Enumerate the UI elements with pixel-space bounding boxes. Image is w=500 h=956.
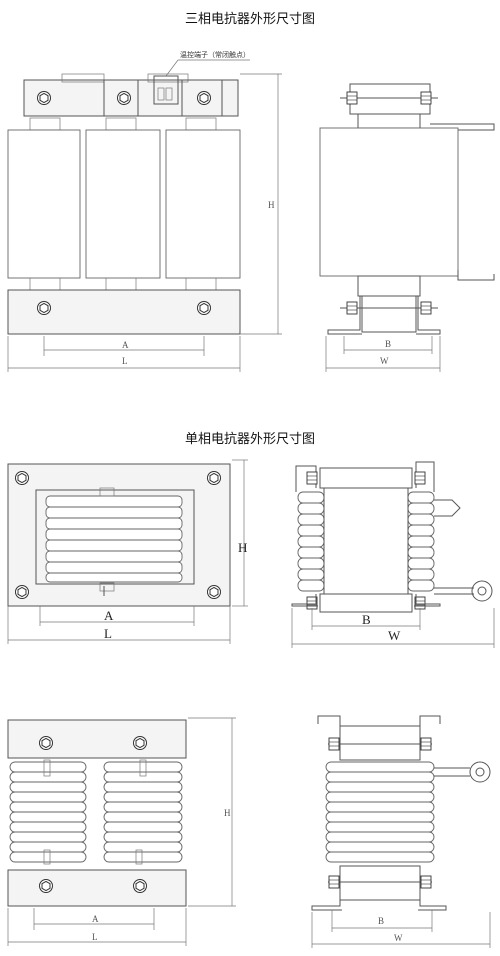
dim-a-label: A xyxy=(122,340,129,350)
coil-right xyxy=(103,761,183,863)
coil-phase-2 xyxy=(85,129,161,279)
bolt-icon xyxy=(117,91,131,105)
dim-l-label: L xyxy=(122,356,128,366)
bolt-icon xyxy=(15,471,29,485)
coil-winding xyxy=(325,761,435,863)
dim-w-label: W xyxy=(394,933,403,943)
dim-h-label: H xyxy=(268,200,275,210)
single-phase-side-view-1: B W xyxy=(291,461,495,648)
bolt-icon xyxy=(133,736,147,750)
dim-b-label: B xyxy=(362,612,371,627)
bolt-icon xyxy=(39,879,53,893)
single-phase-side-view-2: B W xyxy=(311,715,491,948)
coil-winding xyxy=(297,491,435,592)
bolt-icon xyxy=(15,585,29,599)
three-phase-title: 三相电抗器外形尺寸图 xyxy=(184,12,315,27)
bolt-icon xyxy=(37,301,51,315)
nut-icon xyxy=(420,875,432,889)
nut-icon xyxy=(346,301,358,315)
thermostat-note: 温控端子（常闭触点） xyxy=(180,50,250,59)
reactor-body xyxy=(319,127,459,277)
nut-icon xyxy=(306,471,318,485)
bolt-icon xyxy=(197,91,211,105)
top-yoke xyxy=(7,719,187,759)
dim-h-label: H xyxy=(224,808,231,818)
bolt-icon xyxy=(207,585,221,599)
nut-icon xyxy=(420,737,432,751)
bolt-icon xyxy=(207,471,221,485)
bolt-icon xyxy=(197,301,211,315)
dim-a-label: A xyxy=(104,608,114,623)
dim-b-label: B xyxy=(378,916,384,926)
nut-icon xyxy=(346,91,358,105)
nut-icon xyxy=(328,875,340,889)
dim-w-label: W xyxy=(380,356,389,366)
three-phase-side-view: B W xyxy=(319,83,495,372)
bottom-yoke xyxy=(7,869,187,907)
terminal-lug-icon xyxy=(469,761,491,783)
nut-icon xyxy=(328,737,340,751)
bolt-icon xyxy=(37,91,51,105)
dim-l-label: L xyxy=(104,626,112,641)
dim-w-label: W xyxy=(388,628,401,643)
dim-h-label: H xyxy=(238,540,247,555)
dim-b-label: B xyxy=(385,339,391,349)
dim-a-label: A xyxy=(92,914,99,924)
coil-left xyxy=(9,761,87,863)
bolt-icon xyxy=(133,879,147,893)
coil-phase-1 xyxy=(7,129,81,279)
three-phase-front-view: 温控端子（常闭触点） A L H xyxy=(7,50,282,372)
single-phase-title: 单相电抗器外形尺寸图 xyxy=(184,432,315,447)
nut-icon xyxy=(414,471,426,485)
terminal-lug-icon xyxy=(471,580,493,602)
dim-l-label: L xyxy=(92,932,98,942)
single-phase-front-view-2: A L H xyxy=(7,717,236,946)
coil-phase-3 xyxy=(165,129,241,279)
nut-icon xyxy=(420,301,432,315)
single-phase-front-view-1: A L H xyxy=(7,459,248,644)
bolt-icon xyxy=(39,736,53,750)
coil-winding xyxy=(45,495,183,583)
nut-icon xyxy=(420,91,432,105)
